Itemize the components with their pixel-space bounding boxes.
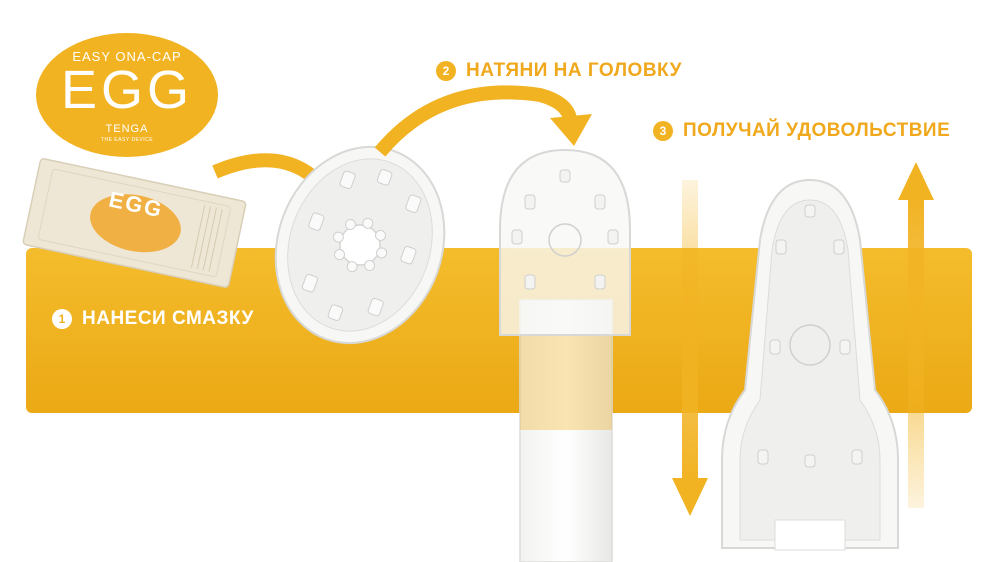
open-egg (274, 145, 446, 345)
step-3-text: ПОЛУЧАЙ УДОВОЛЬСТВИЕ (683, 120, 951, 141)
step-2-number: 2 (436, 61, 456, 81)
step-3-number: 3 (653, 121, 673, 141)
egg-in-use (721, 178, 899, 551)
arrow-up-icon (898, 162, 934, 508)
logo-brand: TENGA (105, 123, 149, 135)
logo-ellipse (36, 33, 218, 157)
logo-tagline: THE EASY DEVICE (100, 137, 154, 143)
logo-subtitle: EASY ONA-CAP (72, 49, 182, 64)
lubricant-packet (22, 158, 247, 288)
logo-title: EGG (60, 60, 194, 120)
curved-arrow-icon (374, 85, 592, 157)
step-2-text: НАТЯНИ НА ГОЛОВКУ (466, 60, 682, 81)
brand-logo: EASY ONA-CAP EGG TENGA THE EASY DEVICE (36, 33, 218, 157)
cap-on-head (499, 148, 631, 562)
step-3-label: 3 ПОЛУЧАЙ УДОВОЛЬСТВИЕ (653, 120, 950, 142)
step-1-text: НАНЕСИ СМАЗКУ (82, 308, 254, 329)
arrow-down-icon (672, 180, 708, 516)
step-1-number: 1 (52, 309, 72, 329)
step-2-label: 2 НАТЯНИ НА ГОЛОВКУ (436, 60, 682, 82)
step-1-label: 1 НАНЕСИ СМАЗКУ (52, 308, 254, 330)
